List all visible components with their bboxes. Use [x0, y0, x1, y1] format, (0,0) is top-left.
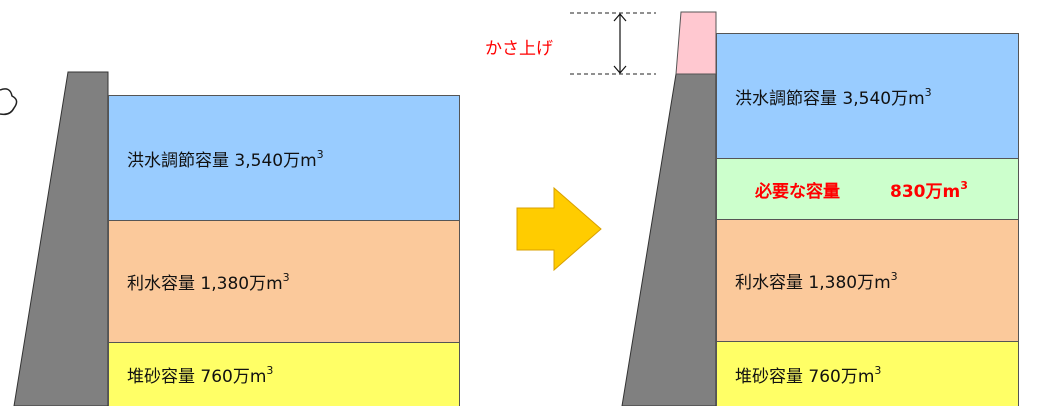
before-sedimentation-text: 堆砂容量 760万m3 — [127, 364, 274, 387]
right-dam-body — [621, 73, 717, 406]
after-sedimentation-volume: 堆砂容量 760万m3 — [716, 341, 1019, 406]
before-flood-control-volume: 洪水調節容量 3,540万m3 — [108, 95, 460, 221]
raise-height-arrow — [613, 13, 627, 74]
dam-raise-section — [675, 11, 717, 75]
before-flood-control-text: 洪水調節容量 3,540万m3 — [127, 147, 324, 171]
right-arrow-icon — [516, 186, 602, 272]
cloud-outline — [0, 88, 18, 116]
after-flood-control-text: 洪水調節容量 3,540万m3 — [735, 85, 932, 109]
left-dam-body — [13, 71, 109, 406]
after-sedimentation-text: 堆砂容量 760万m3 — [735, 363, 882, 387]
raise-label: かさ上げ — [485, 39, 553, 59]
before-water-use-volume: 利水容量 1,380万m3 — [108, 220, 460, 343]
after-water-use-volume: 利水容量 1,380万m3 — [716, 219, 1019, 342]
before-water-use-text: 利水容量 1,380万m3 — [127, 271, 290, 294]
before-sedimentation-volume: 堆砂容量 760万m3 — [108, 342, 460, 406]
after-flood-control-volume: 洪水調節容量 3,540万m3 — [716, 33, 1019, 159]
after-water-use-text: 利水容量 1,380万m3 — [735, 270, 898, 293]
